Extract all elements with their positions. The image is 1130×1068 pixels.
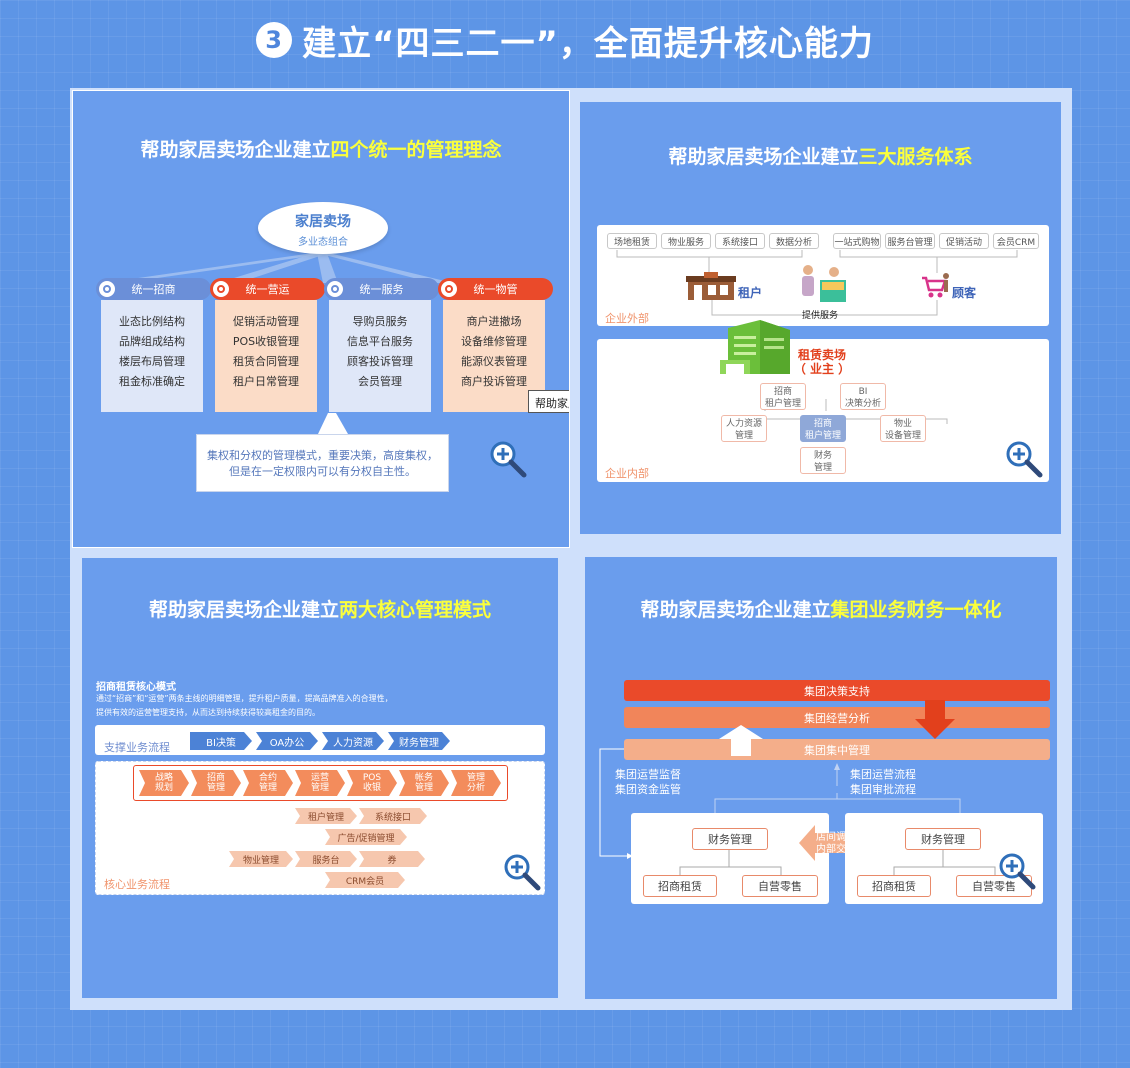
- panel1-note: 集权和分权的管理模式，重要决策，高度集权， 但是在一定权限内可以有分权自主性。: [196, 434, 449, 492]
- tag: 会员CRM: [993, 233, 1039, 249]
- hr-mgmt-box: 人力资源管理: [721, 415, 767, 442]
- right-process-text: 集团运营流程 集团审批流程: [850, 768, 916, 796]
- page-title-text: 建立“四三二一”，全面提升核心能力: [302, 23, 874, 64]
- tenant-mgmt-box: 招商租户管理: [760, 383, 806, 410]
- customer-label: 顾客: [952, 286, 977, 300]
- core-step-strategy: 战略规划: [139, 770, 189, 796]
- sub-step-tenant: 租户管理: [295, 808, 357, 824]
- tag: 数据分析: [769, 233, 819, 249]
- target-icon: [99, 281, 115, 297]
- col-heading-operation: 统一营运: [210, 278, 325, 300]
- panel-group-finance[interactable]: 帮助家居卖场企业建立集团业务财务一体化 集团决策支持 集团经营分析 集团集中管理…: [585, 557, 1057, 999]
- mall-building-icon: [720, 320, 790, 374]
- shoppers-icon: [802, 265, 846, 302]
- core-process-label: 核心业务流程: [104, 878, 170, 891]
- transfer-label: 店间调拨 内部交易: [816, 832, 856, 855]
- sub-step-ads: 广告/促销管理: [325, 829, 407, 845]
- col-body-service: 导购员服务 信息平台服务 顾客投诉管理 会员管理: [329, 300, 431, 412]
- col-heading-property: 统一物管: [438, 278, 553, 300]
- page-title: 3 建立“四三二一”，全面提升核心能力: [0, 18, 1130, 64]
- finance-mgmt-box: 财务管理: [800, 447, 846, 474]
- panel2-external-connectors: [616, 250, 1018, 316]
- store-left-connectors: [679, 850, 782, 875]
- retail-box-left: 自营零售: [742, 875, 818, 897]
- sub-step-service: 服务台: [295, 851, 357, 867]
- col-body-operation: 促销活动管理 POS收银管理 租赁合同管理 租户日常管理: [215, 300, 317, 412]
- panel2-title: 帮助家居卖场企业建立三大服务体系: [668, 146, 973, 168]
- zoom-in-icon[interactable]: [1004, 439, 1044, 479]
- mode-description: 通过“招商”和“运营”两条主线的明细管理，提升租户质量，提高品牌准入的合理性， …: [96, 694, 393, 717]
- tag: 一站式购物: [833, 233, 881, 249]
- bar-decision-support: 集团决策支持: [624, 680, 1050, 701]
- core-step-contract: 合约管理: [243, 770, 293, 796]
- support-step-oa: OA办公: [256, 732, 318, 750]
- target-icon: [327, 281, 343, 297]
- finance-box-left: 财务管理: [692, 828, 768, 850]
- tag: 促销活动: [939, 233, 989, 249]
- section-number-badge: 3: [256, 22, 293, 58]
- col-body-recruitment: 业态比例结构 品牌组成结构 楼层布局管理 租金标准确定: [101, 300, 203, 412]
- target-icon: [213, 281, 229, 297]
- panel-core-modes[interactable]: 帮助家居卖场企业建立两大核心管理模式 招商租赁核心模式 通过“招商”和“运营”两…: [82, 558, 558, 998]
- core-step-recruitment: 招商管理: [191, 770, 241, 796]
- col-heading-recruitment: 统一招商: [96, 278, 211, 300]
- core-step-analysis: 管理分析: [451, 770, 501, 796]
- sub-step-coupon: 券: [359, 851, 425, 867]
- hover-tooltip: 帮助家居卖场企业建立: [528, 390, 569, 413]
- left-supervision-text: 集团运营监督 集团资金监管: [615, 768, 681, 796]
- retail-box-right: 自营零售: [956, 875, 1032, 897]
- panel1-connectors: [103, 253, 453, 434]
- tenant-label: 租户: [738, 286, 763, 300]
- shopping-cart-icon: [922, 273, 949, 298]
- panel-service-systems[interactable]: 帮助家居卖场企业建立三大服务体系 场地租赁 物业服务 系统接口 数据分析 一站式…: [580, 102, 1061, 534]
- panel-management-concepts[interactable]: 帮助家居卖场企业建立四个统一的管理理念 家居卖场 多业态组合 统一招商 业态比例…: [72, 90, 570, 548]
- center-node-home-mall: 家居卖场 多业态组合: [258, 202, 388, 254]
- core-steps-frame: [133, 765, 508, 801]
- panel1-title: 帮助家居卖场企业建立四个统一的管理理念: [140, 139, 502, 161]
- tag: 系统接口: [715, 233, 765, 249]
- leasing-box-left: 招商租赁: [643, 875, 717, 897]
- sub-step-crm: CRM会员: [325, 872, 405, 888]
- zoom-in-icon[interactable]: [502, 852, 542, 892]
- store-right-connectors: [893, 850, 996, 875]
- sub-step-property: 物业管理: [229, 851, 293, 867]
- provide-service-label: 提供服务: [802, 311, 839, 321]
- sub-step-system: 系统接口: [359, 808, 427, 824]
- support-process-card: [95, 725, 545, 755]
- zoom-in-icon[interactable]: [997, 851, 1037, 891]
- tag: 场地租赁: [607, 233, 657, 249]
- owner-label: 租赁卖场 （ 业主 ）: [793, 348, 851, 376]
- finance-box-right: 财务管理: [905, 828, 981, 850]
- internal-label: 企业内部: [605, 467, 649, 480]
- tag: 服务台管理: [885, 233, 935, 249]
- panel4-arrows: [599, 700, 961, 859]
- mode-title: 招商租赁核心模式: [96, 682, 176, 693]
- tag: 物业服务: [661, 233, 711, 249]
- support-step-finance: 财务管理: [388, 732, 450, 750]
- core-step-accounts: 帐务管理: [399, 770, 449, 796]
- leasing-box-right: 招商租赁: [857, 875, 931, 897]
- core-step-operation: 运营管理: [295, 770, 345, 796]
- support-step-bi: BI决策: [190, 732, 252, 750]
- col-heading-service: 统一服务: [324, 278, 439, 300]
- leasing-mgmt-box: 招商租户管理: [800, 415, 846, 442]
- panel4-title: 帮助家居卖场企业建立集团业务财务一体化: [640, 599, 1002, 621]
- support-process-label: 支撑业务流程: [104, 741, 170, 754]
- bar-central-management: 集团集中管理: [624, 739, 1050, 760]
- store-icon: [686, 272, 736, 300]
- property-mgmt-box: 物业设备管理: [880, 415, 926, 442]
- panel3-title: 帮助家居卖场企业建立两大核心管理模式: [148, 599, 492, 621]
- target-icon: [441, 281, 457, 297]
- external-label: 企业外部: [605, 312, 649, 325]
- zoom-in-icon[interactable]: [488, 439, 528, 479]
- support-step-hr: 人力资源: [322, 732, 384, 750]
